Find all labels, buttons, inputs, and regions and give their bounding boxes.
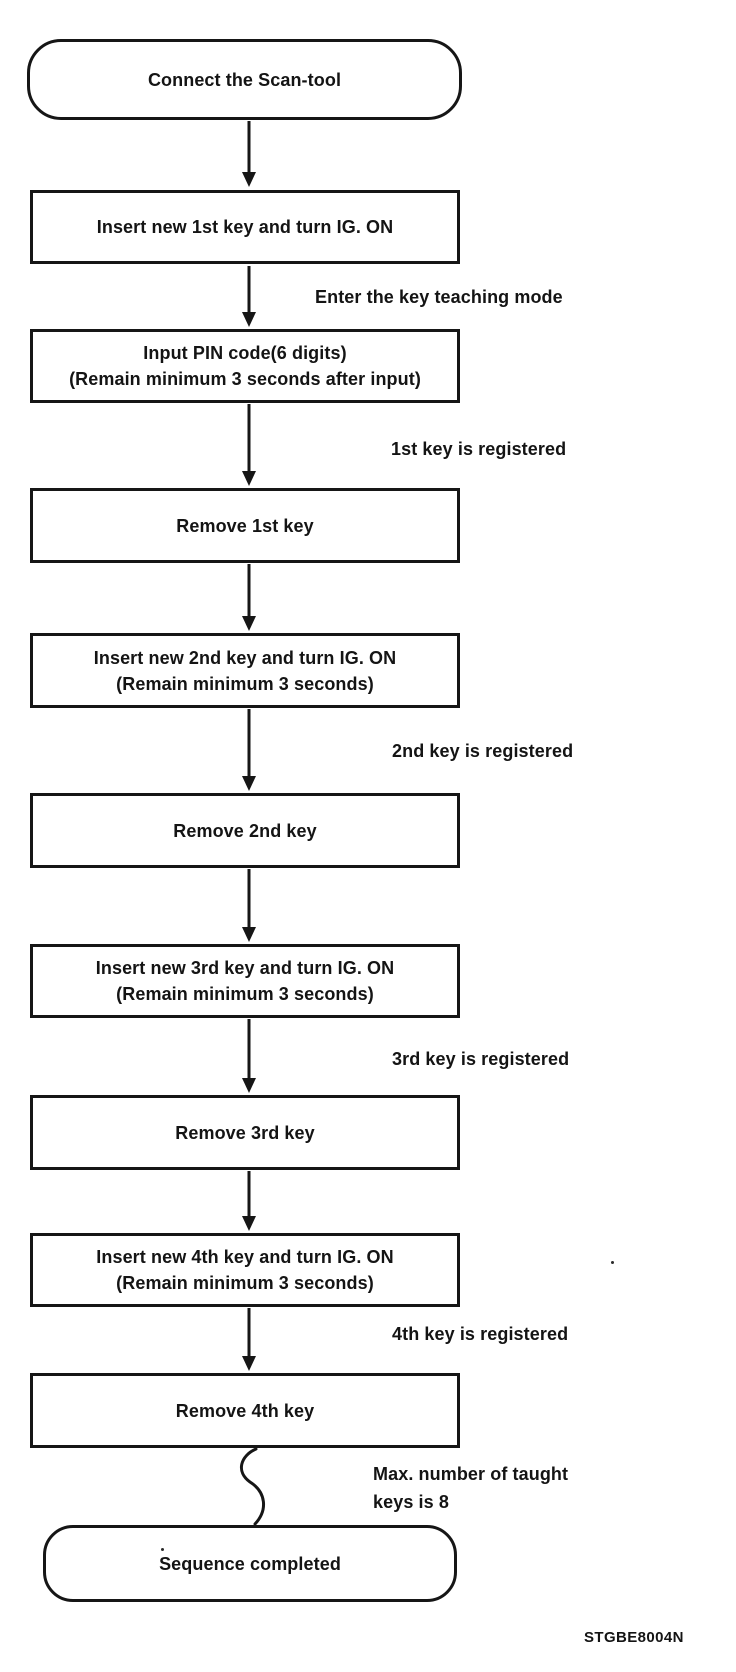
flow-node-remove-1st-key: Remove 1st key	[30, 488, 460, 563]
flow-arrow-4	[242, 709, 256, 791]
edge-label-4th-key-registered: 4th key is registered	[392, 1324, 569, 1344]
flow-node-remove-2nd-key: Remove 2nd key	[30, 793, 460, 868]
scan-speck	[161, 1548, 164, 1551]
flow-node-remove-4th-key: Remove 4th key	[30, 1373, 460, 1448]
flow-arrow-6	[242, 1019, 256, 1093]
flow-squiggle-connector	[240, 1447, 265, 1526]
edge-label-1st-key-registered: 1st key is registered	[391, 439, 567, 459]
flow-node-remove-3rd-key: Remove 3rd key	[30, 1095, 460, 1170]
flow-arrow-3	[242, 564, 256, 631]
flow-arrow-1	[242, 266, 256, 327]
flow-node-insert-4th-key: Insert new 4th key and turn IG. ON (Rema…	[30, 1233, 460, 1307]
flow-node-insert-3rd-key: Insert new 3rd key and turn IG. ON (Rema…	[30, 944, 460, 1018]
scan-speck	[611, 1261, 614, 1264]
flow-node-insert-2nd-key: Insert new 2nd key and turn IG. ON (Rema…	[30, 633, 460, 708]
edge-label-enter-teaching-mode: Enter the key teaching mode	[315, 287, 563, 307]
edge-label-2nd-key-registered: 2nd key is registered	[392, 741, 574, 761]
flow-arrow-0	[242, 121, 256, 187]
flow-arrow-8	[242, 1308, 256, 1371]
flow-node-insert-1st-key: Insert new 1st key and turn IG. ON	[30, 190, 460, 264]
note-max-taught-keys: Max. number of taught keys is 8	[373, 1464, 569, 1512]
flow-arrow-7	[242, 1171, 256, 1231]
edge-label-3rd-key-registered: 3rd key is registered	[392, 1049, 570, 1069]
flow-arrow-5	[242, 869, 256, 942]
flow-node-start: Connect the Scan-tool	[27, 39, 462, 120]
flow-node-end: Sequence completed	[43, 1525, 457, 1602]
figure-code: STGBE8004N	[584, 1629, 684, 1646]
flow-arrow-2	[242, 404, 256, 486]
flow-node-input-pin: Input PIN code(6 digits) (Remain minimum…	[30, 329, 460, 403]
